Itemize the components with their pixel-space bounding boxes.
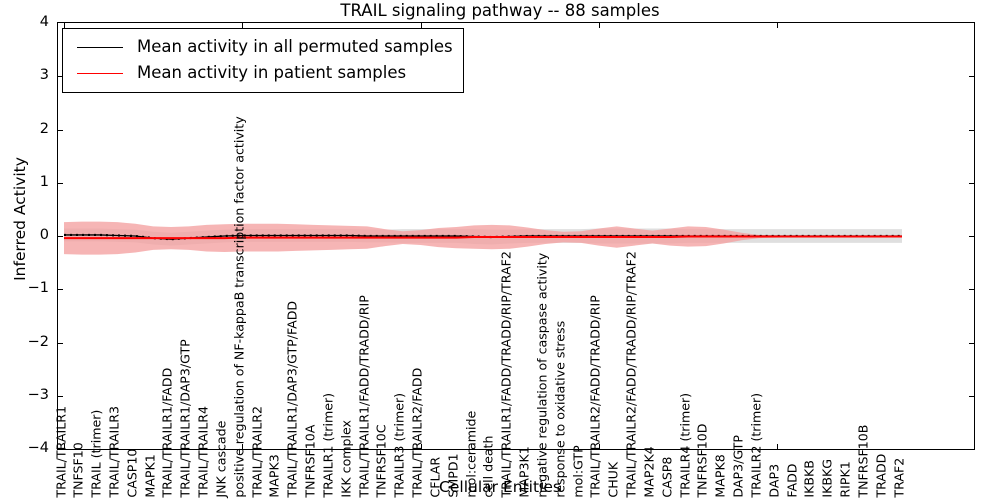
x-axis-title: Cellular Entities bbox=[439, 478, 561, 496]
x-tick-label: CHUK bbox=[605, 462, 621, 498]
y-tick-mark bbox=[58, 342, 63, 344]
y-tick-mark bbox=[58, 76, 63, 78]
y-tick-mark bbox=[969, 182, 974, 184]
x-tick-mark bbox=[420, 23, 422, 28]
x-tick-label: MAPK1 bbox=[142, 454, 158, 498]
x-tick-label: TNFRSF10D bbox=[694, 423, 710, 498]
x-tick-mark bbox=[777, 23, 779, 28]
x-tick-label: JNK cascade bbox=[213, 421, 229, 498]
legend-entry-permuted: Mean activity in all permuted samples bbox=[71, 34, 453, 60]
x-tick-label: TRAILR4 (trimer) bbox=[676, 393, 692, 498]
y-tick-mark bbox=[969, 236, 974, 237]
x-tick-label: TRAIL/TRAILR1/FADD/TRADD/RIP/TRAF2 bbox=[498, 251, 514, 498]
y-tick-mark bbox=[58, 395, 63, 397]
x-tick-label: TRAIL/TRAILR4 bbox=[195, 406, 211, 498]
y-axis-title: Inferred Activity bbox=[11, 157, 29, 281]
x-tick-label: TNFRSF10C bbox=[373, 424, 389, 498]
y-tick-label: −3 bbox=[27, 386, 49, 403]
x-tick-label: positive regulation of NF-kappaB transcr… bbox=[231, 116, 247, 498]
x-tick-label: TRAIL/TRAILR1 bbox=[52, 406, 68, 498]
x-tick-label: CFLAR bbox=[427, 457, 443, 498]
x-tick-label: TRAIL (trimer) bbox=[88, 410, 104, 498]
x-tick-label: CASP8 bbox=[659, 456, 675, 498]
x-tick-label: mol:GTP bbox=[569, 445, 585, 498]
legend-label-permuted: Mean activity in all permuted samples bbox=[137, 36, 453, 56]
x-tick-label: TRAIL/TRAILR1/FADD/TRADD/RIP bbox=[356, 295, 371, 498]
x-tick-label: TNFRSF10A bbox=[302, 425, 318, 498]
patient-std-band bbox=[64, 221, 902, 255]
x-tick-label: TRAIL/TRAILR1/DAP3/GTP bbox=[177, 339, 193, 498]
x-tick-label: IKK complex bbox=[338, 420, 354, 498]
y-tick-mark bbox=[969, 395, 974, 397]
x-tick-label: TRAILR2 (trimer) bbox=[748, 393, 764, 498]
x-tick-label: DAP3/GTP bbox=[730, 435, 746, 498]
x-tick-mark bbox=[64, 444, 65, 449]
x-tick-label: DAP3 bbox=[766, 464, 782, 498]
x-tick-label: FADD bbox=[783, 463, 799, 498]
x-tick-label: negative regulation of caspase activity bbox=[534, 253, 550, 498]
x-tick-label: cell death bbox=[480, 435, 496, 498]
x-tick-label: TRADD bbox=[873, 454, 889, 498]
x-tick-label: TRAIL/TRAILR2/FADD/TRADD/RIP/TRAF2 bbox=[623, 251, 639, 498]
x-tick-mark bbox=[598, 23, 600, 28]
y-tick-mark bbox=[58, 129, 63, 131]
x-tick-label: SMPD1 bbox=[445, 453, 461, 498]
x-tick-label: TRAIL/TRAILR2/FADD/TRADD/RIP bbox=[587, 295, 603, 498]
x-tick-label: response to oxidative stress bbox=[552, 321, 568, 498]
y-tick-label: −2 bbox=[27, 333, 49, 350]
y-tick-label: 1 bbox=[39, 173, 49, 190]
x-tick-label: MAPK3 bbox=[266, 454, 282, 498]
x-tick-label: RIPK1 bbox=[837, 461, 853, 498]
y-tick-mark bbox=[969, 342, 974, 344]
y-tick-mark bbox=[969, 129, 974, 131]
x-tick-label: TRAIL/TRAILR3 bbox=[106, 406, 122, 498]
x-tick-label: MAPK8 bbox=[712, 454, 728, 498]
x-tick-label: TNFSF10 bbox=[70, 442, 86, 498]
x-tick-mark bbox=[242, 444, 244, 449]
x-tick-mark bbox=[242, 23, 244, 28]
y-tick-mark bbox=[58, 289, 63, 291]
chart-legend: Mean activity in all permuted samples Me… bbox=[62, 28, 464, 93]
y-tick-mark bbox=[58, 236, 63, 237]
y-tick-label: 4 bbox=[39, 13, 49, 30]
y-tick-label: −1 bbox=[27, 280, 49, 296]
patient-mean-line bbox=[64, 235, 902, 240]
y-tick-label: 2 bbox=[39, 120, 49, 137]
x-tick-label: MAP3K1 bbox=[516, 446, 532, 498]
y-tick-label: −4 bbox=[27, 439, 49, 456]
x-tick-label: TRAILR3 (trimer) bbox=[391, 393, 407, 498]
x-tick-label: TRAF2 bbox=[890, 458, 906, 498]
x-tick-label: MAP2K4 bbox=[641, 446, 657, 498]
x-tick-mark bbox=[420, 444, 422, 449]
x-tick-label: CASP10 bbox=[124, 448, 140, 498]
plot-area bbox=[57, 22, 975, 450]
y-tick-label: 3 bbox=[39, 67, 49, 83]
x-tick-label: IKBKB bbox=[801, 460, 817, 498]
x-tick-label: TRAILR1 (trimer) bbox=[320, 393, 336, 498]
legend-line-patient-icon bbox=[77, 72, 123, 74]
x-tick-mark bbox=[598, 444, 600, 449]
x-tick-label: TRAIL/TRAILR1/FADD bbox=[159, 368, 175, 498]
x-tick-label: TRAIL/TRAILR2/FADD bbox=[409, 368, 425, 498]
y-axis-tick-labels: −4 −3 −2 −1 0 1 2 3 4 bbox=[0, 15, 53, 455]
x-tick-label: TRAIL/TRAILR1/DAP3/GTP/FADD bbox=[284, 301, 300, 498]
x-tick-label: TNFRSF10B bbox=[855, 424, 871, 498]
y-tick-mark bbox=[58, 182, 63, 184]
x-tick-mark bbox=[64, 23, 65, 28]
x-tick-label: TRAIL/TRAILR2 bbox=[249, 406, 265, 498]
x-tick-label: mol:ceramide bbox=[462, 411, 478, 498]
y-tick-mark bbox=[969, 289, 974, 291]
y-tick-mark bbox=[969, 76, 974, 78]
legend-label-patient: Mean activity in patient samples bbox=[137, 62, 407, 82]
legend-line-permuted-icon bbox=[77, 46, 123, 48]
x-tick-mark bbox=[777, 444, 779, 449]
plot-canvas bbox=[64, 221, 902, 255]
x-tick-label: IKBKG bbox=[819, 459, 835, 498]
chart-title: TRAIL signaling pathway -- 88 samples bbox=[340, 1, 660, 20]
y-tick-label: 0 bbox=[39, 226, 49, 243]
legend-entry-patient: Mean activity in patient samples bbox=[71, 60, 453, 86]
